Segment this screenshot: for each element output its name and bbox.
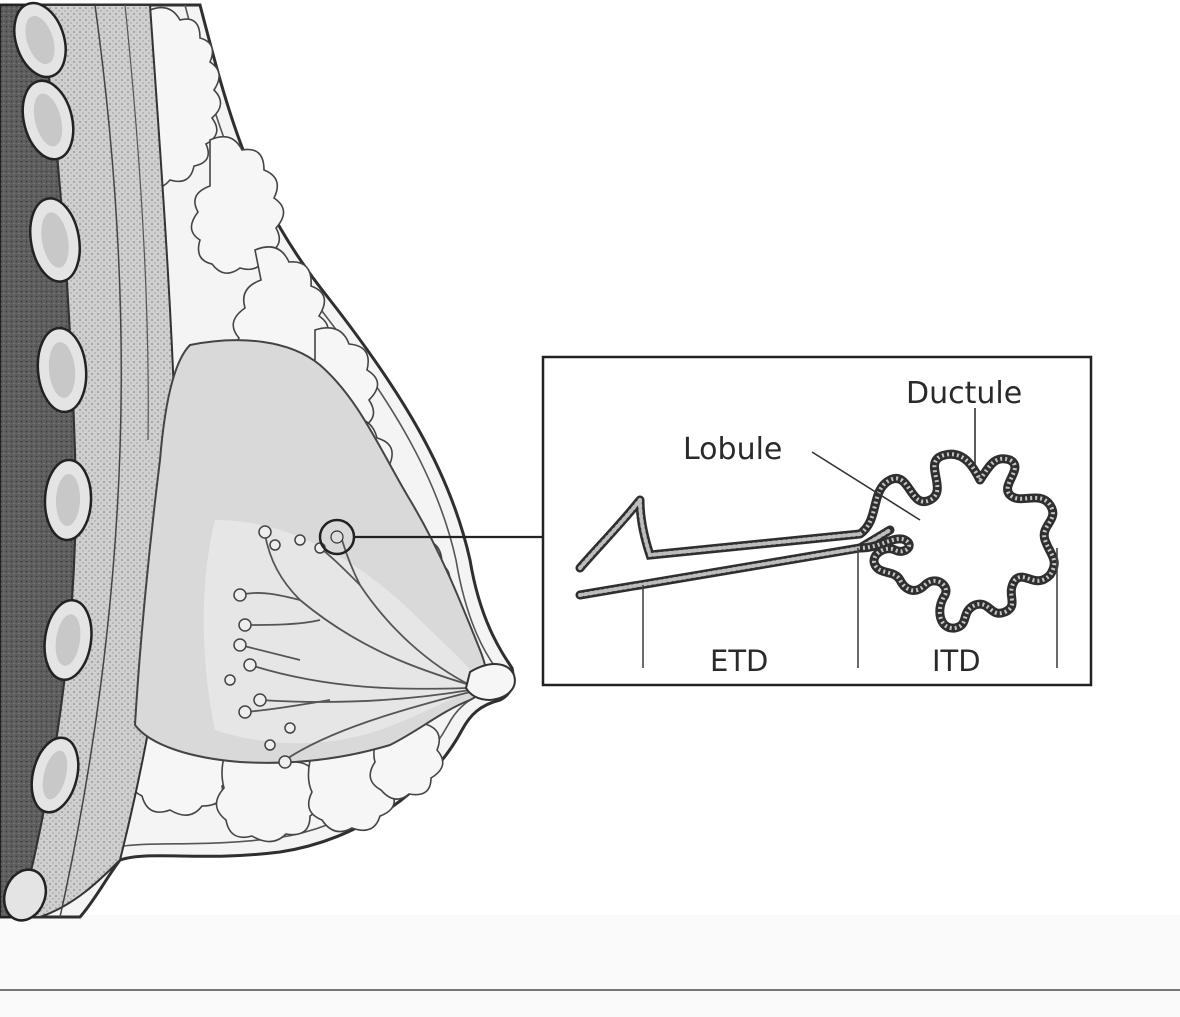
label-itd: ITD [932,644,981,678]
nipple [466,664,515,700]
label-ductule: Ductule [906,376,1022,411]
bottom-band [0,915,1180,1017]
magnify-marker-lobule [331,531,343,543]
label-lobule: Lobule [683,432,782,467]
label-etd: ETD [710,644,768,678]
